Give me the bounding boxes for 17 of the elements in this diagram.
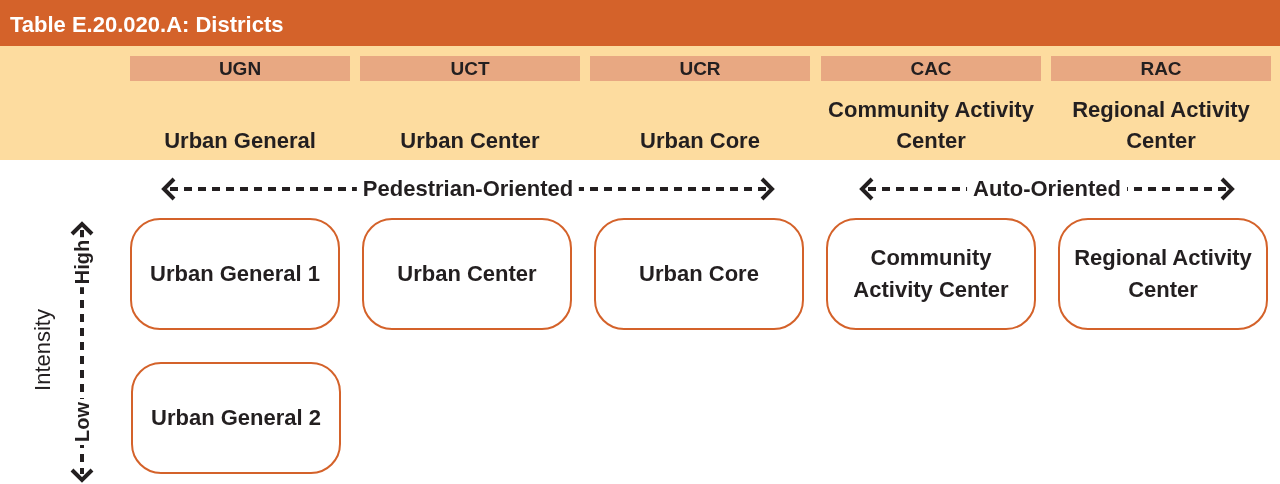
column-code: CAC xyxy=(821,56,1041,81)
district-box: Urban General 1 xyxy=(130,218,340,330)
column-heading: Regional Activity Center xyxy=(1071,96,1251,155)
district-box: Urban Center xyxy=(362,218,572,330)
column-heading: Urban Core xyxy=(639,127,761,155)
district-box: Urban Core xyxy=(594,218,804,330)
column-code: UCT xyxy=(360,56,580,81)
column-heading: Urban Center xyxy=(399,127,541,155)
district-box: Regional Activity Center xyxy=(1058,218,1268,330)
column-heading: Urban General xyxy=(163,127,317,155)
column-heading: Community Activity Center xyxy=(827,96,1035,155)
district-box: Urban General 2 xyxy=(131,362,341,474)
table-title: Table E.20.020.A: Districts xyxy=(0,0,1280,46)
column-code: UGN xyxy=(130,56,350,81)
column-code: RAC xyxy=(1051,56,1271,81)
column-code: UCR xyxy=(590,56,810,81)
district-box: Community Activity Center xyxy=(826,218,1036,330)
